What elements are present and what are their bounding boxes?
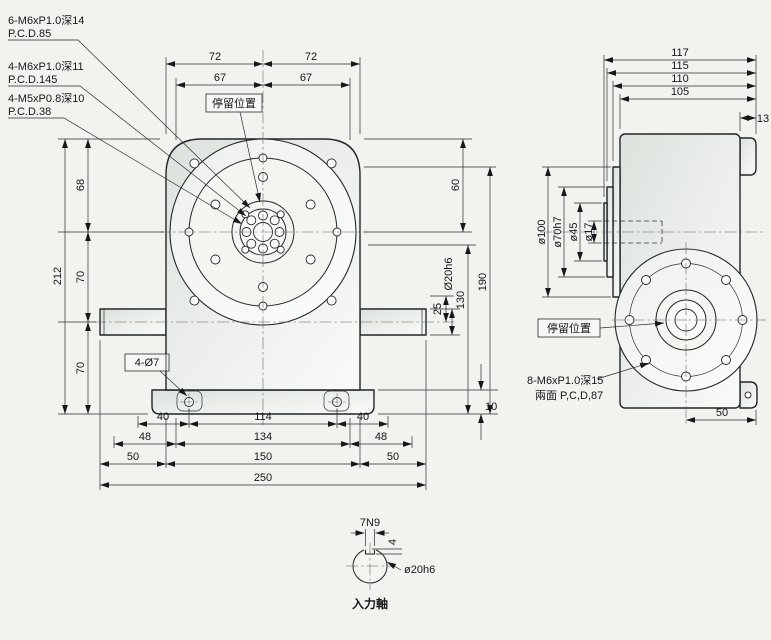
dim-72-left: 72 bbox=[209, 51, 221, 63]
dim-130: 130 bbox=[455, 291, 467, 309]
leader-note-8m6 bbox=[596, 362, 650, 380]
note-8m6-line2: 兩面 P,C,D,87 bbox=[535, 390, 603, 402]
dim-key-7N9: 7N9 bbox=[360, 517, 380, 529]
dim-shaft-dia-detail: ø20h6 bbox=[404, 564, 435, 576]
dim-72-right: 72 bbox=[305, 51, 317, 63]
dim-250: 250 bbox=[254, 472, 272, 484]
dim-dia17: ø17 bbox=[583, 223, 595, 242]
note-pcd145-line2: P.C.D.145 bbox=[8, 74, 57, 86]
dim-dia70h7: ø70h7 bbox=[552, 216, 564, 247]
dim-110: 110 bbox=[671, 73, 689, 85]
dim-150: 150 bbox=[254, 451, 272, 463]
dim-70-upper: 70 bbox=[75, 271, 87, 283]
dim-212: 212 bbox=[52, 267, 64, 285]
dim-shaft-diameter: Ø20h6 bbox=[443, 257, 455, 290]
leader-corner-holes bbox=[159, 370, 188, 397]
dim-114: 114 bbox=[254, 411, 272, 423]
leader-dwell-front bbox=[239, 111, 261, 203]
dim-48-right: 48 bbox=[375, 431, 387, 443]
dim-190: 190 bbox=[477, 273, 489, 291]
dim-25: 25 bbox=[432, 303, 444, 315]
dim-40-right: 40 bbox=[357, 411, 369, 423]
dim-40-left: 40 bbox=[157, 411, 169, 423]
side-flange-tab-top bbox=[739, 137, 757, 176]
dim-105: 105 bbox=[671, 86, 689, 98]
dim-68: 68 bbox=[75, 179, 87, 191]
dwell-label-box-side bbox=[537, 318, 601, 338]
dim-48-left: 48 bbox=[139, 431, 151, 443]
dim-67-left: 67 bbox=[214, 72, 226, 84]
dim-key-depth-4: 4 bbox=[387, 539, 399, 545]
leader-dwell-side bbox=[599, 320, 665, 329]
note-pcd145-line1: 4-M6xP1.0深11 bbox=[8, 60, 84, 73]
front-dimension-lines bbox=[62, 61, 493, 488]
dim-67-right: 67 bbox=[300, 72, 312, 84]
input-shaft-title: 入力軸 bbox=[352, 596, 388, 611]
dim-50-right: 50 bbox=[387, 451, 399, 463]
dim-60: 60 bbox=[450, 179, 462, 191]
dim-117: 117 bbox=[671, 47, 689, 59]
note-pcd85-line1: 6-M6xP1.0深14 bbox=[8, 14, 84, 27]
note-pcd38-line1: 4-M5xP0.8深10 bbox=[8, 92, 84, 105]
side-dimension-lines bbox=[545, 57, 756, 423]
note-8m6-line1: 8-M6xP1.0深15 bbox=[527, 374, 603, 387]
dwell-position-label-front: 停留位置 bbox=[212, 96, 256, 110]
dwell-label-box bbox=[205, 93, 263, 113]
corner-holes-label: 4-Ø7 bbox=[135, 357, 159, 369]
dim-115: 115 bbox=[671, 60, 689, 72]
dim-13: 13 bbox=[757, 113, 769, 125]
dwell-position-label-side: 停留位置 bbox=[547, 321, 591, 335]
dim-10: 10 bbox=[485, 401, 497, 413]
input-shaft-detail: 7N9 4 ø20h6 入力軸 bbox=[346, 517, 435, 611]
foot-hole bbox=[744, 391, 752, 399]
note-pcd38-line2: P.C.D.38 bbox=[8, 106, 51, 118]
dim-dia100: ø100 bbox=[536, 219, 548, 244]
dim-50-left: 50 bbox=[127, 451, 139, 463]
front-view: 6-M6xP1.0深14 P.C.D.85 4-M6xP1.0深11 P.C.D… bbox=[8, 14, 498, 490]
leader-note-pcd145 bbox=[8, 85, 247, 217]
dim-134: 134 bbox=[254, 431, 272, 443]
dim-50-side: 50 bbox=[716, 407, 728, 419]
leader-note-pcd38 bbox=[8, 117, 243, 225]
side-view: 117 115 110 105 13 ø100 ø70h7 ø45 ø17 停留… bbox=[527, 47, 769, 425]
leader-note-pcd85 bbox=[8, 39, 251, 209]
dim-dia45: ø45 bbox=[568, 223, 580, 242]
note-pcd85-line2: P.C.D.85 bbox=[8, 28, 51, 40]
leader-shaft-dia bbox=[386, 561, 402, 571]
corner-holes-label-box bbox=[124, 353, 170, 372]
dim-70-lower: 70 bbox=[75, 362, 87, 374]
